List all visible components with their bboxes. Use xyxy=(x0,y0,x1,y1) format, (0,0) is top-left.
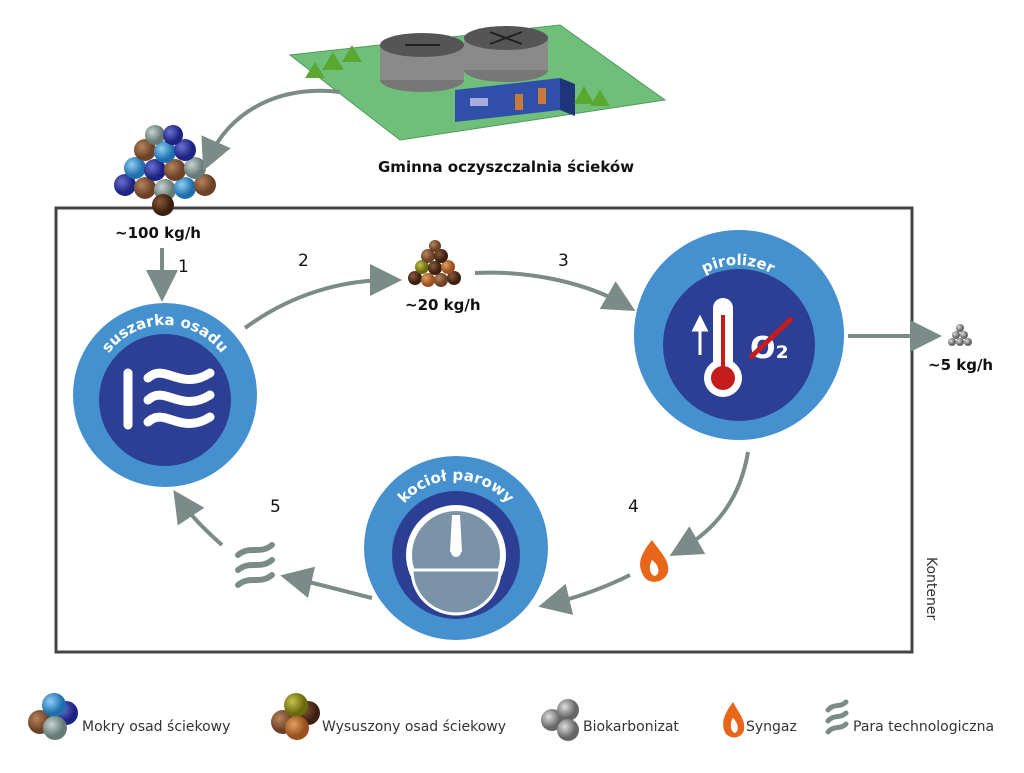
legend-item-syngas: Syngaz xyxy=(723,702,797,738)
container-label: Kontener xyxy=(923,557,939,621)
tank-icon xyxy=(380,33,464,92)
arrow-step-3 xyxy=(474,270,636,311)
wet-flow-label: ~100 kg/h xyxy=(115,224,201,242)
pyrolizer-unit: pirolizer O₂ xyxy=(634,230,844,440)
legend-label: Wysuszony osad ściekowy xyxy=(322,719,506,735)
tree-icon xyxy=(305,45,610,106)
dryer-unit: suszarka osadu xyxy=(73,303,257,487)
legend-item-biochar: Biokarbonizat xyxy=(541,699,679,741)
steam-icon xyxy=(825,699,849,735)
legend-label: Para technologiczna xyxy=(853,719,994,735)
legend-label: Biokarbonizat xyxy=(583,719,679,735)
biochar-flow-label: ~5 kg/h xyxy=(928,356,993,374)
flow-arrows xyxy=(146,88,942,615)
dried-flow-label: ~20 kg/h xyxy=(405,296,481,314)
step-3-label: 3 xyxy=(558,251,569,271)
legend-item-dried-sludge: Wysuszony osad ściekowy xyxy=(271,693,506,740)
step-4-label: 4 xyxy=(628,497,639,517)
drying-waves-icon xyxy=(123,368,215,430)
step-5-label: 5 xyxy=(270,497,281,517)
no-oxygen-strike-icon xyxy=(748,316,794,360)
pressure-gauge-icon xyxy=(406,505,506,616)
legend: Mokry osad ściekowy Wysuszony osad ściek… xyxy=(28,693,994,741)
arrow-step-2 xyxy=(243,264,402,330)
arrow-plant-to-sludge xyxy=(201,88,341,171)
step-1-label: 1 xyxy=(178,257,189,277)
container-box xyxy=(54,206,914,654)
legend-label: Mokry osad ściekowy xyxy=(82,719,230,735)
step-2-label: 2 xyxy=(298,251,309,271)
arrow-boiler-to-steam xyxy=(280,566,373,600)
legend-item-steam: Para technologiczna xyxy=(825,699,994,735)
dried-sludge-pile-icon xyxy=(408,240,461,287)
arrow-up-icon xyxy=(691,314,709,355)
arrow-step-4 xyxy=(669,451,750,556)
arrow-syngas-to-boiler xyxy=(538,573,631,615)
boiler-unit: kocioł parowy xyxy=(364,456,548,640)
arrow-step-5 xyxy=(173,490,224,547)
legend-item-wet-sludge: Mokry osad ściekowy xyxy=(28,693,230,740)
building-icon xyxy=(455,78,575,122)
legend-label: Syngaz xyxy=(746,719,797,735)
flame-icon xyxy=(723,702,745,738)
biochar-pile-icon xyxy=(948,324,972,346)
plant-label: Gminna oczyszczalnia ścieków xyxy=(378,158,634,176)
thermometer-icon xyxy=(704,298,742,397)
steam-icon xyxy=(235,542,275,588)
flame-icon xyxy=(640,540,669,582)
wastewater-plant-illustration xyxy=(288,24,667,141)
tank-icon xyxy=(464,26,548,82)
wet-sludge-pile-icon xyxy=(114,125,216,216)
